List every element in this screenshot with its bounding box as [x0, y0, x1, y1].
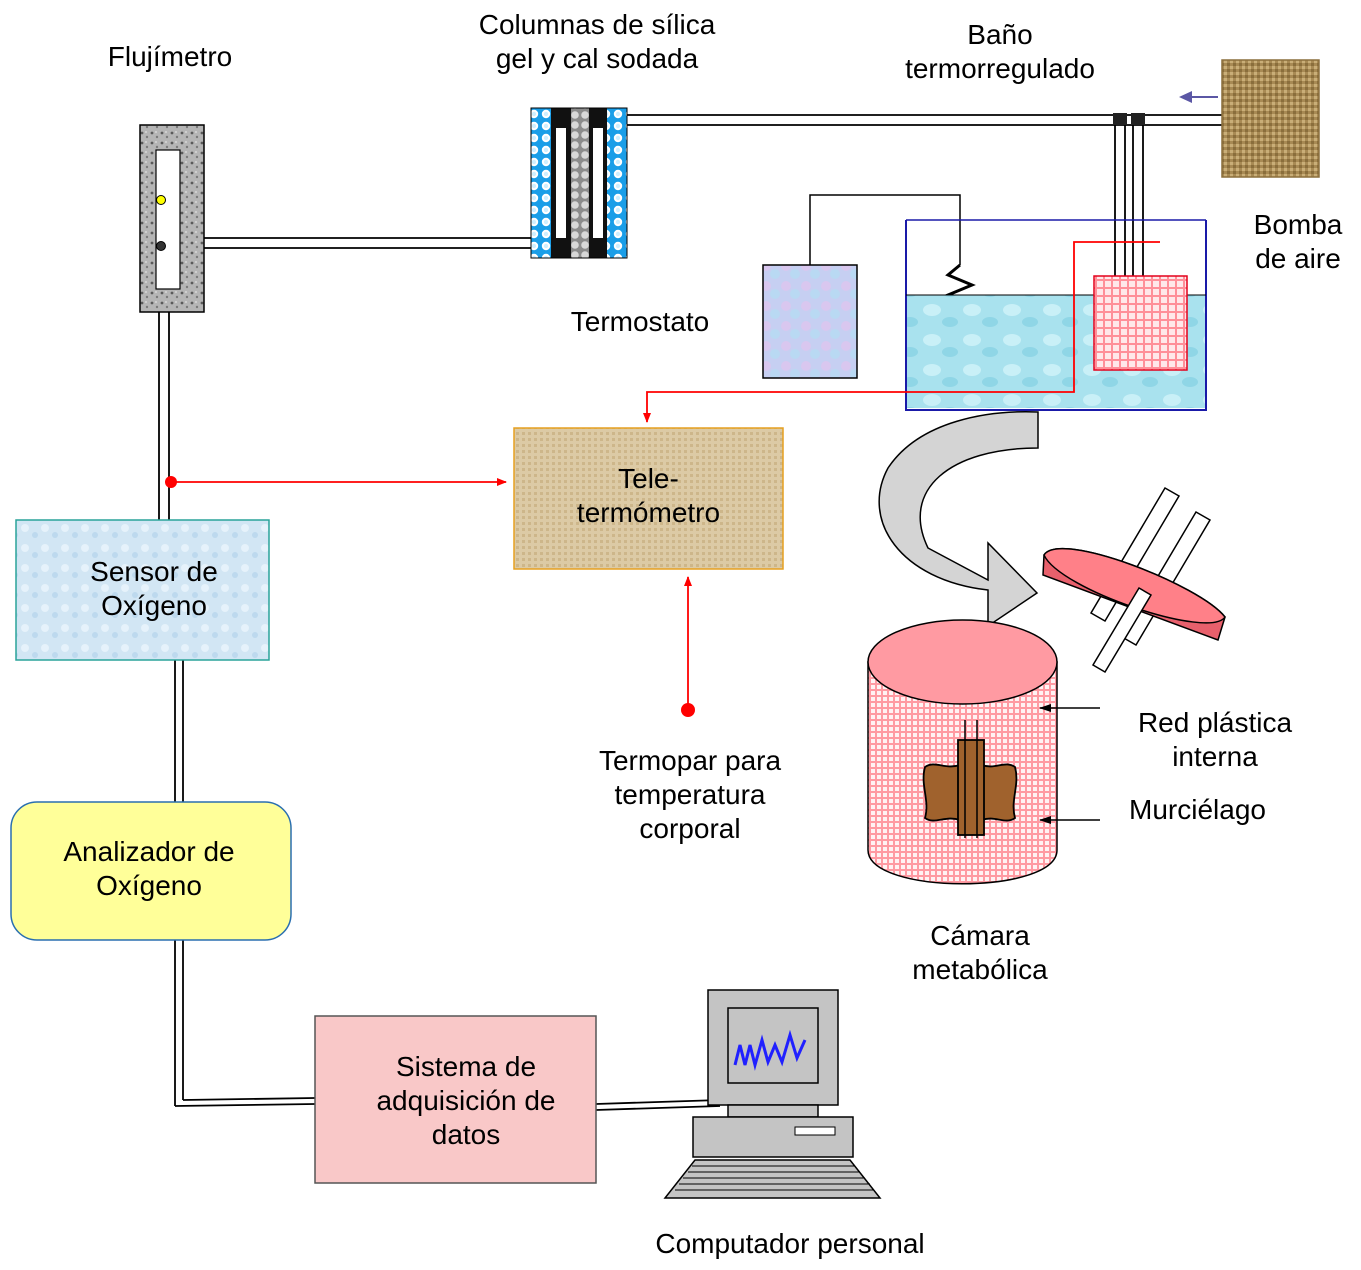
tele-thermometer: [513, 427, 784, 570]
thermostat: [762, 264, 858, 379]
label-analizador: Analizador de Oxígeno: [63, 836, 235, 901]
air-pump: [1221, 59, 1320, 178]
label-red-plastica: Red plástica interna: [1137, 707, 1293, 772]
chamber-transfer-arrow: [878, 411, 1039, 628]
label-sensor: Sensor de Oxígeno: [90, 556, 218, 621]
label-computador: Computador personal: [655, 1228, 925, 1259]
data-acquisition-system: [314, 1015, 597, 1184]
thermocouple-tip: [681, 703, 695, 717]
bath-thermocouple-line: [643, 241, 1160, 423]
bath-chamber: [1093, 275, 1188, 371]
label-termopar: Termopar para temperatura corporal: [598, 745, 782, 844]
label-bano: Baño termorregulado: [905, 19, 1095, 84]
label-teletermometro: Tele- termómetro: [576, 463, 721, 528]
label-camara: Cámara metabólica: [912, 920, 1048, 985]
label-termostato: Termostato: [570, 306, 710, 337]
silica-gel-columns: [530, 107, 628, 259]
label-bomba: Bomba de aire: [1253, 209, 1343, 274]
flow-direction-arrow: [1179, 91, 1218, 103]
chamber-lid: [1042, 486, 1226, 674]
label-columnas: Columnas de sílica gel y cal sodada: [478, 9, 716, 74]
thermostat-wire: [809, 194, 961, 265]
bat-icon: [922, 720, 1018, 838]
label-murcielago: Murciélago: [1129, 794, 1266, 825]
label-flujimetro: Flujímetro: [107, 41, 233, 72]
flowmeter-float-black: [156, 241, 166, 251]
flowmeter-float-yellow: [156, 195, 166, 205]
personal-computer-icon: [663, 989, 882, 1199]
oxygen-analyzer: [10, 801, 292, 941]
air-tubes: [158, 114, 1222, 1111]
oxygen-sensor: [15, 519, 270, 661]
tube-connector: [1113, 113, 1127, 125]
label-sistema: Sistema de adquisición de datos: [376, 1051, 556, 1150]
flowmeter: [139, 124, 205, 313]
tube-connector: [1131, 113, 1145, 125]
